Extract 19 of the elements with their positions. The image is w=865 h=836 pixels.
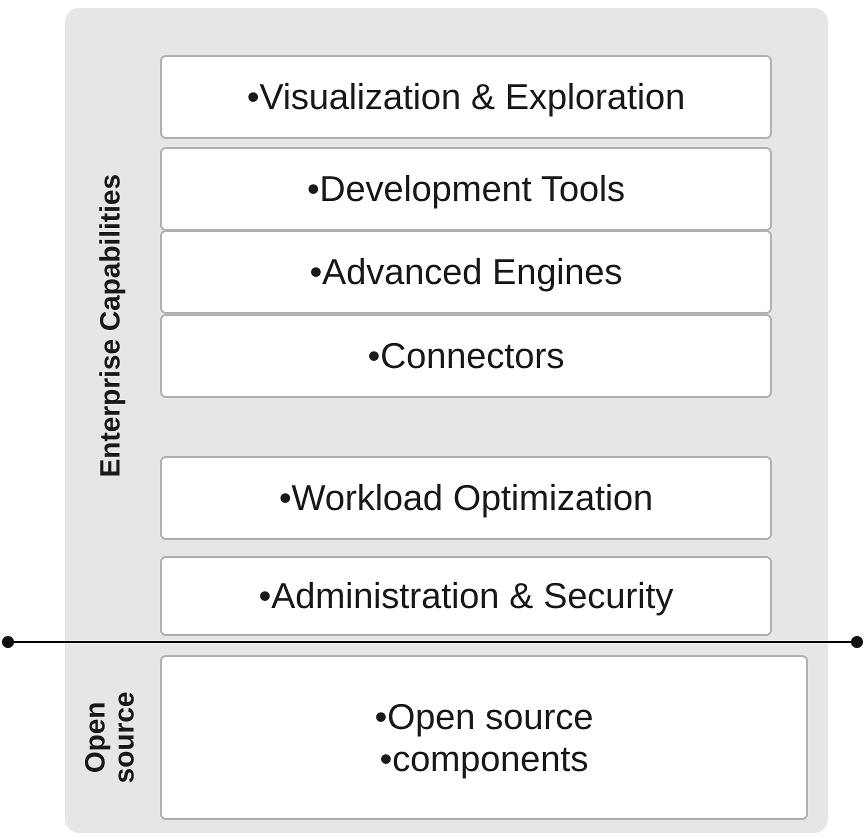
component-text: •components	[380, 738, 588, 780]
layer-band	[65, 8, 828, 642]
component-box	[160, 55, 772, 139]
component-box	[160, 456, 772, 540]
component-box	[160, 655, 808, 820]
component-box	[160, 147, 772, 231]
component-text: •Visualization & Exploration	[246, 76, 686, 118]
component-text: •Connectors	[368, 335, 564, 377]
layer-label: Open source	[80, 690, 140, 785]
component-box	[160, 314, 772, 398]
component-text: •Workload Optimization	[278, 477, 654, 519]
component-text: •Open source	[374, 696, 594, 738]
layer-band	[65, 642, 828, 833]
component-box	[160, 556, 772, 636]
component-text: •Administration & Security	[258, 575, 674, 617]
component-text: •Advanced Engines	[310, 251, 622, 293]
component-box	[160, 230, 772, 314]
component-text: •Development Tools	[306, 168, 626, 210]
layer-label: Enterprise Capabilities	[95, 172, 125, 479]
